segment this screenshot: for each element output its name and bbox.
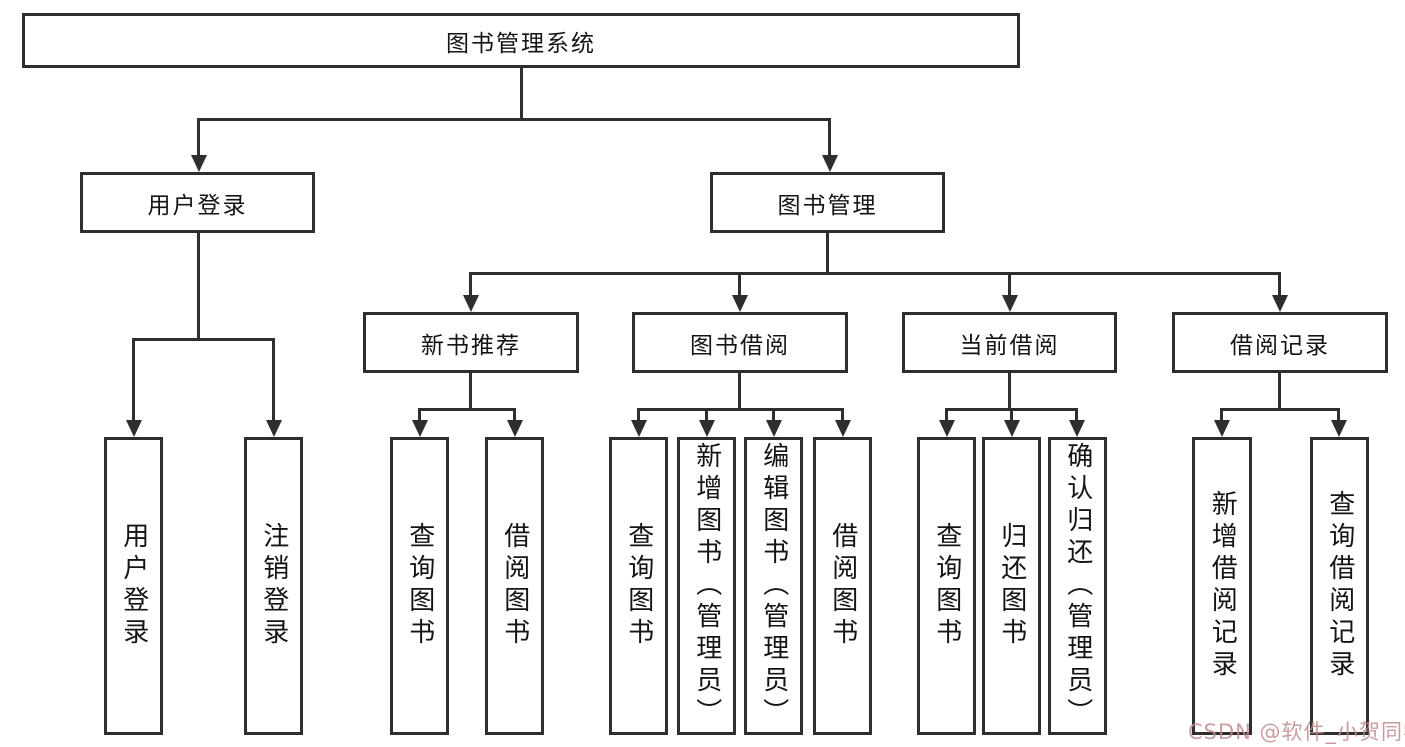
node-book-management: 图书管理 [710, 172, 945, 233]
node-leaf-return-books: 归还图书 [982, 437, 1041, 735]
connector-drop [945, 408, 948, 423]
connector-borrow-rail [637, 408, 844, 411]
connector-drop-current [1008, 272, 1011, 298]
connector-drop [1220, 408, 1223, 423]
node-leaf-add-books-admin: 新增图书（管理员） [677, 437, 736, 735]
node-leaf-query-borrow-record: 查询借阅记录 [1310, 437, 1369, 735]
connector-drop-login [132, 338, 135, 422]
node-new-book-recommend: 新书推荐 [363, 312, 579, 373]
node-leaf-query-books-2: 查询图书 [609, 437, 668, 735]
node-root: 图书管理系统 [22, 13, 1020, 68]
connector-bookmgmt-stem [826, 233, 829, 272]
connector-borrow-stem [738, 373, 741, 408]
connector-records-rail [1220, 408, 1340, 411]
connector-current-stem [1008, 373, 1011, 408]
connector-root-stem [520, 68, 523, 118]
node-borrow-records: 借阅记录 [1172, 312, 1388, 373]
arrowhead-down-icon [1213, 420, 1230, 437]
arrowhead-down-icon [1001, 295, 1018, 312]
arrowhead-down-icon [698, 420, 715, 437]
node-leaf-query-books-1: 查询图书 [390, 437, 449, 735]
node-leaf-add-borrow-record: 新增借阅记录 [1192, 437, 1252, 735]
node-leaf-query-books-3: 查询图书 [917, 437, 976, 735]
connector-userlogin-stem [197, 233, 200, 338]
node-current-borrow: 当前借阅 [902, 312, 1117, 373]
arrowhead-down-icon [731, 295, 748, 312]
arrowhead-down-icon [1330, 420, 1347, 437]
connector-drop-records [1278, 272, 1281, 298]
node-leaf-confirm-return-admin: 确认归还（管理员） [1048, 437, 1107, 735]
arrowhead-down-icon [630, 420, 647, 437]
connector-drop-user-login [197, 118, 200, 160]
connector-drop-book-mgmt [828, 118, 831, 160]
connector-userlogin-rail [132, 338, 275, 341]
csdn-watermark: CSDN @软件_小贺同学 [1188, 720, 1405, 744]
node-book-borrow: 图书借阅 [632, 312, 848, 373]
node-leaf-user-login: 用户登录 [104, 437, 163, 735]
node-leaf-borrow-books-2: 借阅图书 [813, 437, 872, 735]
arrowhead-down-icon [190, 155, 207, 172]
arrowhead-down-icon [125, 420, 142, 437]
arrowhead-down-icon [834, 420, 851, 437]
arrowhead-down-icon [265, 420, 282, 437]
connector-drop [637, 408, 640, 423]
connector-drop-newbooks [469, 272, 472, 298]
connector-newbooks-rail [418, 408, 516, 411]
node-user-login: 用户登录 [80, 172, 315, 233]
node-leaf-logout: 注销登录 [244, 437, 303, 735]
connector-bookmgmt-rail [469, 272, 1280, 275]
arrowhead-down-icon [506, 420, 523, 437]
connector-drop [513, 408, 516, 423]
node-leaf-edit-books-admin: 编辑图书（管理员） [744, 437, 803, 735]
arrowhead-down-icon [765, 420, 782, 437]
arrowhead-down-icon [821, 155, 838, 172]
connector-drop [1075, 408, 1078, 423]
arrowhead-down-icon [1003, 420, 1020, 437]
connector-newbooks-stem [469, 373, 472, 408]
connector-root-rail [197, 118, 831, 121]
connector-drop [772, 408, 775, 423]
arrowhead-down-icon [411, 420, 428, 437]
arrowhead-down-icon [938, 420, 955, 437]
connector-drop [841, 408, 844, 423]
connector-drop [1010, 408, 1013, 423]
connector-drop [418, 408, 421, 423]
arrowhead-down-icon [1271, 295, 1288, 312]
connector-drop [1337, 408, 1340, 423]
connector-drop [705, 408, 708, 423]
connector-drop-borrow [738, 272, 741, 298]
node-leaf-borrow-books-1: 借阅图书 [485, 437, 544, 735]
connector-drop-logout [272, 338, 275, 422]
connector-records-stem [1278, 373, 1281, 408]
arrowhead-down-icon [462, 295, 479, 312]
arrowhead-down-icon [1068, 420, 1085, 437]
